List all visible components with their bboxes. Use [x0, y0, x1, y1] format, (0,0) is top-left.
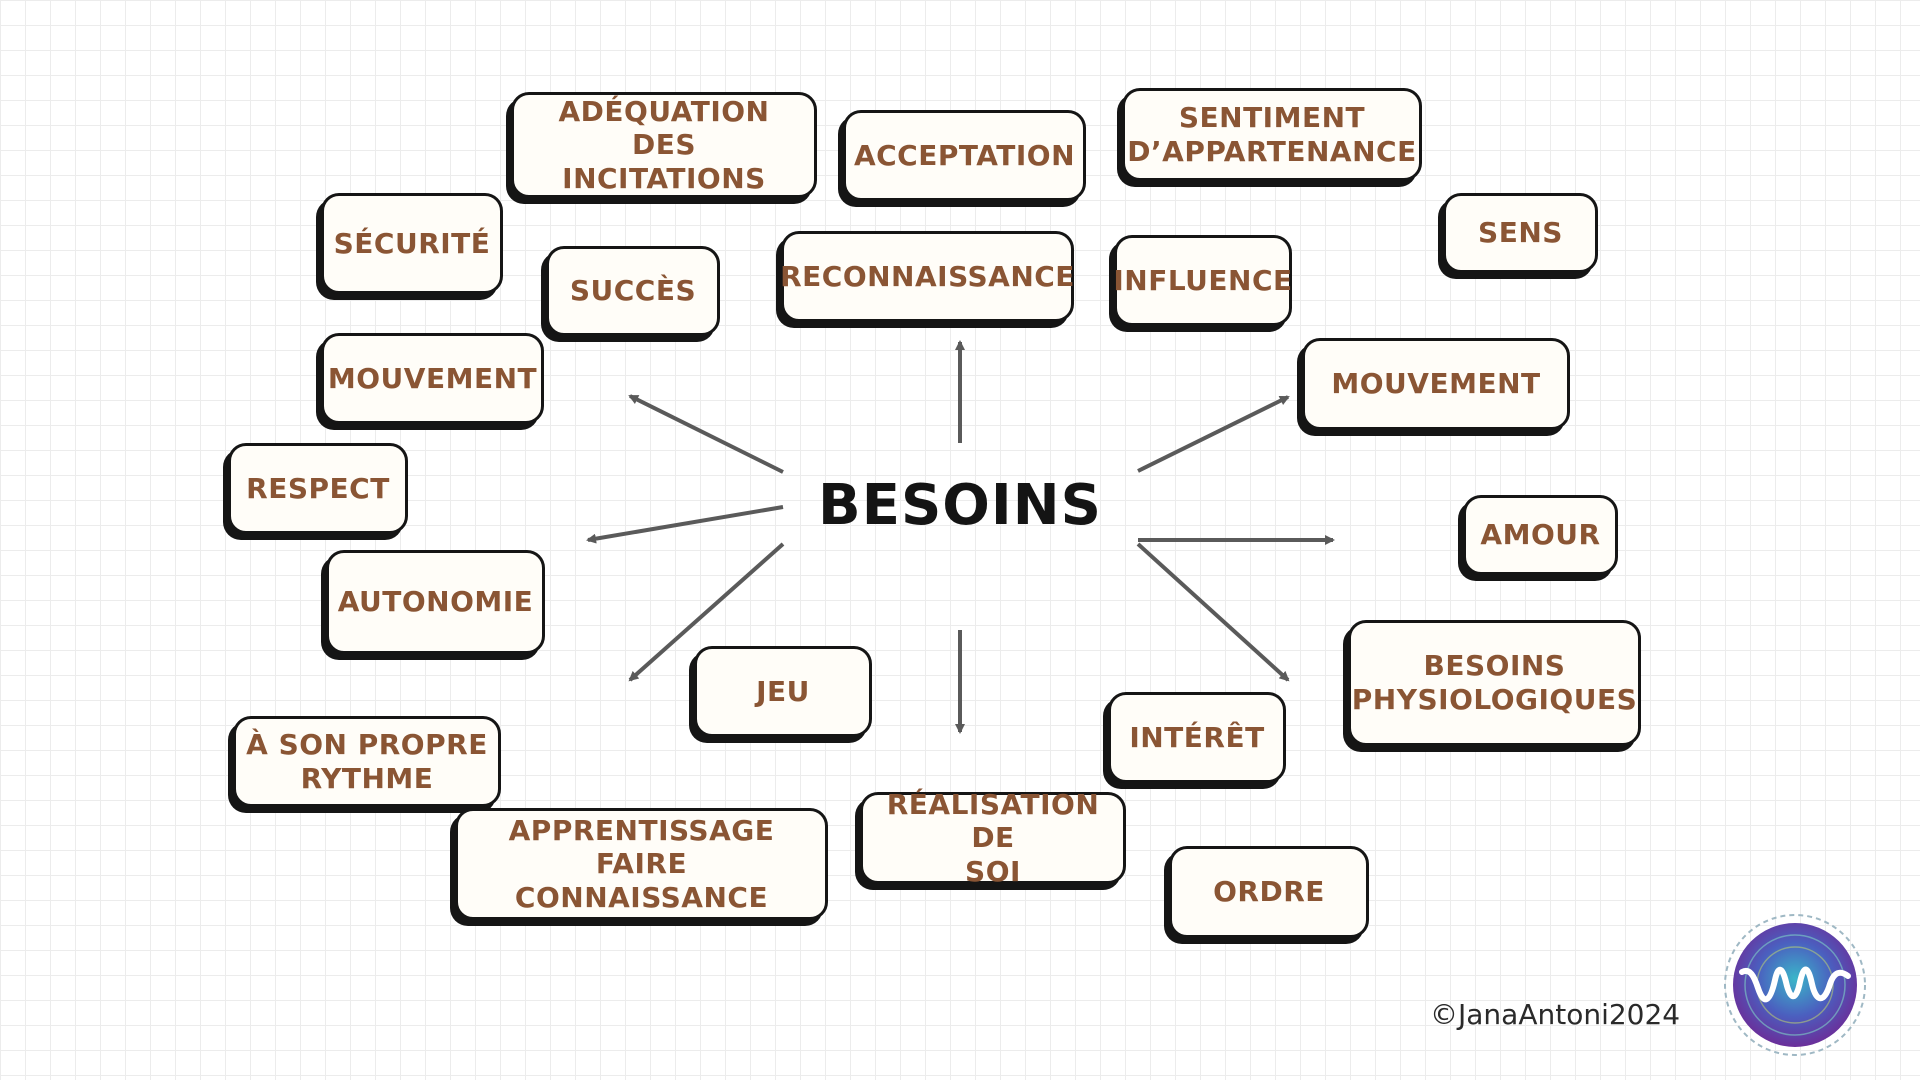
center-label: BESOINS [818, 472, 1102, 538]
node-mouvement-left: MOUVEMENT [321, 333, 544, 424]
node-realisation-de-soi: RÉALISATION DE SOI [860, 788, 1126, 888]
node-jeu: JEU [694, 646, 872, 737]
arrow-lower-right [1136, 542, 1290, 682]
node-mouvement-right: MOUVEMENT [1302, 338, 1570, 430]
copyright-text: ©JanaAntoni2024 [1430, 998, 1681, 1031]
node-influence: INFLUENCE [1113, 235, 1292, 326]
node-respect: RESPECT [228, 443, 408, 534]
node-sentiment-appartenance: SENTIMENT D’APPARTENANCE [1122, 88, 1422, 181]
arrow-upper-right [1137, 395, 1290, 473]
wm-monogram-logo-icon [1724, 914, 1866, 1056]
node-interet: INTÉRÊT [1108, 692, 1286, 783]
node-autonomie: AUTONOMIE [326, 550, 545, 654]
node-a-son-propre-rythme: À SON PROPRE RYTHME [233, 716, 501, 807]
node-apprentissage-faire-connaissance: APPRENTISSAGE FAIRE CONNAISSANCE [455, 808, 828, 920]
node-securite: SÉCURITÉ [321, 193, 503, 294]
arrow-upper-left [628, 394, 784, 474]
node-succes: SUCCÈS [546, 246, 720, 336]
arrow-left [586, 505, 784, 544]
node-besoins-physiologiques: BESOINS PHYSIOLOGIQUES [1348, 620, 1641, 746]
node-sens: SENS [1443, 193, 1598, 273]
arrow-lower-left [628, 542, 785, 682]
node-amour: AMOUR [1463, 495, 1618, 575]
node-adequation-des-incitations: ADÉQUATION DES INCITATIONS [511, 92, 817, 198]
node-reconnaissance: RECONNAISSANCE [780, 231, 1074, 322]
node-acceptation: ACCEPTATION [843, 110, 1086, 201]
node-ordre: ORDRE [1169, 846, 1369, 938]
